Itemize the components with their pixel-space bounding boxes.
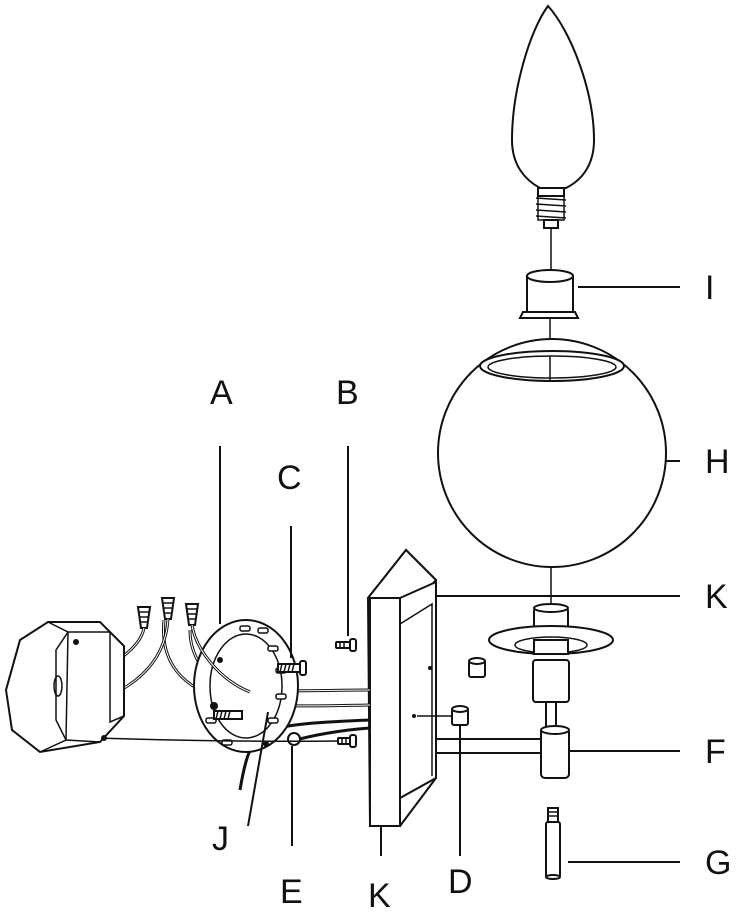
threaded-nipple-part-g: [545, 807, 561, 880]
mounting-plate-part-a: [193, 619, 299, 753]
label-g: G: [705, 844, 731, 882]
label-f: F: [705, 733, 726, 771]
screw-part-e: [337, 734, 357, 748]
label-d: D: [448, 863, 473, 901]
globe-holder: [488, 603, 614, 729]
socket-cup-part-i: [518, 269, 580, 319]
label-i: I: [705, 269, 714, 307]
wall-backplate-part-k: [366, 548, 438, 827]
candle-bulb: [510, 4, 596, 229]
leader-line-j: [247, 711, 269, 827]
glass-globe-part-h: [437, 338, 667, 568]
label-e: E: [280, 873, 303, 911]
label-k-bottom: K: [368, 877, 391, 913]
label-k-top: K: [705, 578, 728, 616]
screw-part-c: [277, 660, 307, 676]
cap-nuts-part-d: [451, 657, 486, 726]
screw-part-b: [335, 638, 357, 652]
label-a: A: [210, 374, 233, 412]
junction-box: [4, 621, 125, 754]
label-b: B: [336, 374, 359, 412]
arm-elbow-part-f: [421, 725, 570, 779]
label-j: J: [212, 820, 229, 858]
label-c: C: [277, 459, 302, 497]
label-h: H: [705, 443, 730, 481]
wire-nuts: [136, 597, 200, 629]
